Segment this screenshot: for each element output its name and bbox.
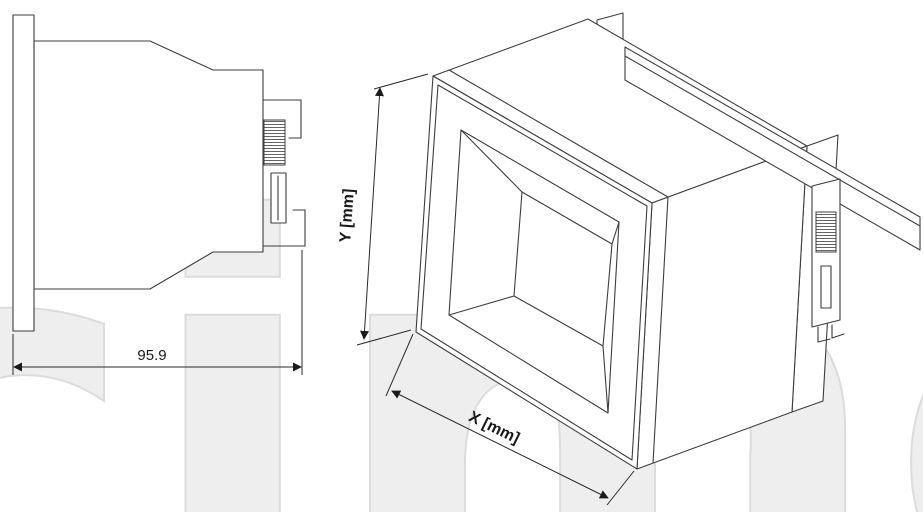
depth-dimension-label: 95.9 <box>137 347 166 364</box>
interior-edge-tr <box>611 221 620 245</box>
y-extension-top <box>373 73 429 90</box>
housing-body <box>33 40 264 290</box>
front-panel <box>12 14 35 332</box>
isometric-view: Y [mm] X [mm] <box>337 12 921 506</box>
bracket-right-foot-right <box>831 324 845 339</box>
y-dimension: Y [mm] <box>337 73 429 346</box>
din-clip-upper-hook <box>262 99 302 139</box>
interior-edge-tl <box>460 129 523 193</box>
y-dimension-line <box>360 87 384 340</box>
din-rail <box>624 46 921 251</box>
interior-edge-bl <box>448 295 515 316</box>
depth-dimension: 95.9 <box>12 250 303 375</box>
din-rail-lip <box>624 55 921 227</box>
y-extension-bottom <box>356 329 412 346</box>
din-clip-lower-hook <box>262 209 306 247</box>
x-extension-left <box>385 333 414 397</box>
bezel-mid-frame <box>420 84 648 461</box>
bezel-thickness-line-top <box>448 69 669 198</box>
y-dimension-label: Y [mm] <box>337 188 358 243</box>
bracket-right-slot <box>820 265 832 309</box>
din-rail-body <box>624 46 921 251</box>
bezel-thickness-line-right <box>652 196 669 464</box>
side-view: 95.9 <box>12 14 306 375</box>
din-clip <box>262 99 306 247</box>
x-dimension-line <box>391 390 609 499</box>
bracket-right-foot-left <box>817 326 831 343</box>
mounting-bracket-right <box>811 178 845 343</box>
x-extension-right <box>606 470 635 506</box>
din-clip-spring <box>263 119 286 166</box>
bracket-right-spring <box>815 211 837 253</box>
